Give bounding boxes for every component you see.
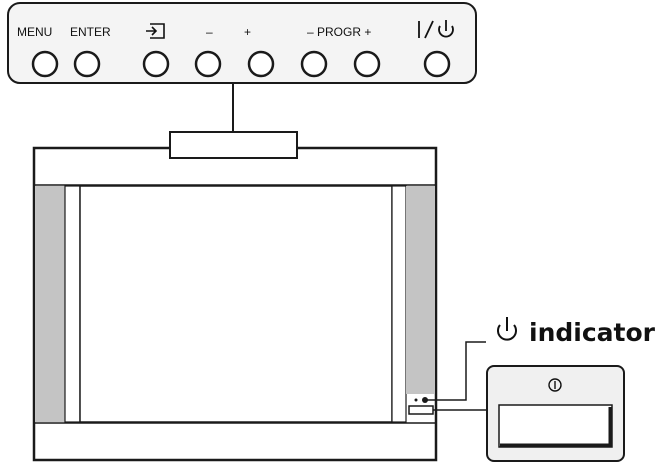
enter-button[interactable] (73, 50, 101, 78)
left-speaker-grille (36, 186, 65, 422)
enter-label: ENTER (70, 25, 111, 39)
indicator-callout: indicator (427, 317, 656, 401)
volume-minus-label: – (206, 25, 213, 39)
volume-minus-button[interactable] (194, 50, 222, 78)
volume-plus-label: + (244, 25, 251, 39)
tv-screen (79, 185, 393, 423)
power-standby-icon (497, 317, 517, 341)
program-plus-button[interactable] (353, 50, 381, 78)
switch-inset-callout (433, 365, 625, 462)
volume-plus-button[interactable] (247, 50, 275, 78)
right-side-panel (391, 185, 407, 423)
indicator-dot (414, 398, 418, 402)
right-speaker-grille (406, 186, 435, 394)
input-select-icon (146, 23, 165, 39)
tv-set (32, 131, 438, 462)
main-power-switch[interactable] (498, 404, 613, 448)
program-label: – PROGR + (307, 25, 371, 39)
menu-button[interactable] (31, 50, 59, 78)
power-button[interactable] (423, 50, 451, 78)
power-symbol-icon (418, 20, 454, 39)
input-button[interactable] (142, 50, 170, 78)
menu-label: MENU (17, 25, 52, 39)
control-flap (169, 131, 298, 159)
main-power-switch-small (408, 405, 434, 415)
main-power-icon (548, 378, 562, 392)
indicator-label: indicator (529, 318, 656, 347)
program-minus-button[interactable] (300, 50, 328, 78)
control-panel: MENU ENTER – + – PROGR + (7, 2, 477, 84)
standby-indicator-light (422, 397, 428, 403)
left-side-panel (64, 185, 81, 423)
indicator-leader-line (427, 341, 486, 401)
